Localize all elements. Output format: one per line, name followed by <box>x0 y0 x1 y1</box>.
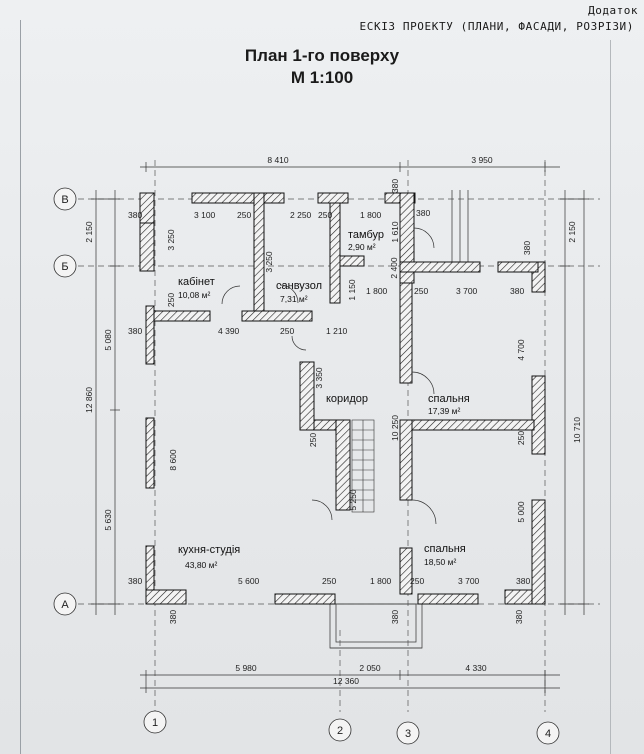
dim-bottom-left: 5 980 <box>235 663 257 673</box>
dim-380-vert-bm: 380 <box>390 610 400 624</box>
dim-right-upper: 2 150 <box>567 221 577 243</box>
dim-3100: 3 100 <box>194 210 216 220</box>
sheet-border-left <box>20 20 21 754</box>
dim-1210: 1 210 <box>326 326 348 336</box>
dim-380-vert-br: 380 <box>514 610 524 624</box>
axis-label-4: 4 <box>545 728 551 740</box>
dim-5250: 5 250 <box>348 489 358 511</box>
dim-left-lower: 5 630 <box>103 509 113 531</box>
plan-scale: М 1:100 <box>290 68 354 87</box>
dim-250-e: 250 <box>322 576 336 586</box>
dim-380-tambur: 380 <box>416 208 430 218</box>
room-name-kitchen: кухня-студія <box>178 544 240 556</box>
stairs <box>351 419 375 513</box>
dim-2400: 2 400 <box>389 257 399 279</box>
dim-bottom-mid: 2 050 <box>359 663 381 673</box>
dim-3250-cabinet: 3 250 <box>166 229 176 251</box>
dim-380-bottom-left: 380 <box>128 576 142 586</box>
dim-2250: 2 250 <box>290 210 312 220</box>
dimension-lines <box>91 162 589 693</box>
axis-label-1: 1 <box>152 717 158 729</box>
room-area-bedroom-bottom: 18,50 м² <box>424 557 456 567</box>
dim-380-vert-bl: 380 <box>168 610 178 624</box>
room-name-vestibule: тамбур <box>348 229 384 241</box>
dim-250-b: 250 <box>318 210 332 220</box>
dim-left-upper: 2 150 <box>84 221 94 243</box>
dim-250-f: 250 <box>410 576 424 586</box>
walls <box>139 192 546 605</box>
dim-10250: 10 250 <box>390 415 400 441</box>
dim-380-vert-right: 380 <box>522 241 532 255</box>
dim-250-vert-b: 250 <box>308 433 318 447</box>
room-area-bathroom: 7,31 м² <box>280 294 308 304</box>
dim-380-c: 380 <box>510 286 524 296</box>
dim-3250-bath: 3 250 <box>264 251 274 273</box>
dim-250-d: 250 <box>280 326 294 336</box>
dim-1800-mid: 1 800 <box>366 286 388 296</box>
dim-1610: 1 610 <box>390 221 400 243</box>
room-area-cabinet: 10,08 м² <box>178 290 210 300</box>
entrance-porch <box>329 190 469 649</box>
plan-title: План 1-го поверху <box>244 46 400 65</box>
axis-markers <box>53 187 560 745</box>
dim-1800-bottom: 1 800 <box>370 576 392 586</box>
room-name-corridor: коридор <box>326 393 368 405</box>
room-area-vestibule: 2,90 м² <box>348 242 376 252</box>
dim-3700-bottom: 3 700 <box>458 576 480 586</box>
dim-380-mid-left: 380 <box>128 326 142 336</box>
dim-bottom-right: 4 330 <box>465 663 487 673</box>
dim-left-mid: 5 080 <box>103 329 113 351</box>
axis-label-3: 3 <box>405 728 411 740</box>
room-area-kitchen: 43,80 м² <box>185 560 217 570</box>
dim-250-c: 250 <box>414 286 428 296</box>
dim-250-vert-c: 250 <box>516 431 526 445</box>
dim-1800-top: 1 800 <box>360 210 382 220</box>
axis-label-2: 2 <box>337 725 343 737</box>
room-area-bedroom-top: 17,39 м² <box>428 406 460 416</box>
dim-left-outer-total: 12 860 <box>84 387 94 413</box>
appendix-label: Додаток <box>588 4 638 17</box>
axis-label-b: Б <box>61 261 68 273</box>
dim-bottom-total: 12 360 <box>333 676 359 686</box>
room-name-cabinet: кабінет <box>178 276 215 288</box>
dim-4700: 4 700 <box>516 339 526 361</box>
axis-label-a: А <box>61 599 69 611</box>
project-subtitle: ЕСКІЗ ПРОЕКТУ (ПЛАНИ, ФАСАДИ, РОЗРІЗИ) <box>359 20 634 33</box>
dim-4390: 4 390 <box>218 326 240 336</box>
axis-label-v: В <box>61 194 68 206</box>
dim-top-total-left: 8 410 <box>267 155 289 165</box>
dim-380-bottom-right: 380 <box>516 576 530 586</box>
dim-right-total: 10 710 <box>572 417 582 443</box>
dim-top-total-right: 3 950 <box>471 155 493 165</box>
dim-3350: 3 350 <box>314 367 324 389</box>
dim-250-vert-a: 250 <box>166 293 176 307</box>
dim-380-vert: 380 <box>390 179 400 193</box>
dim-5600: 5 600 <box>238 576 260 586</box>
dim-380-top-left: 380 <box>128 210 142 220</box>
room-name-bathroom: санвузол <box>276 280 322 292</box>
dim-5000: 5 000 <box>516 501 526 523</box>
room-name-bedroom-top: спальня <box>428 393 470 405</box>
room-name-bedroom-bottom: спальня <box>424 543 466 555</box>
dim-8600: 8 600 <box>168 449 178 471</box>
dim-250-a: 250 <box>237 210 251 220</box>
doors <box>221 227 437 525</box>
dim-1150: 1 150 <box>347 279 357 301</box>
sheet-border-right <box>610 40 611 754</box>
dim-3700-top: 3 700 <box>456 286 478 296</box>
